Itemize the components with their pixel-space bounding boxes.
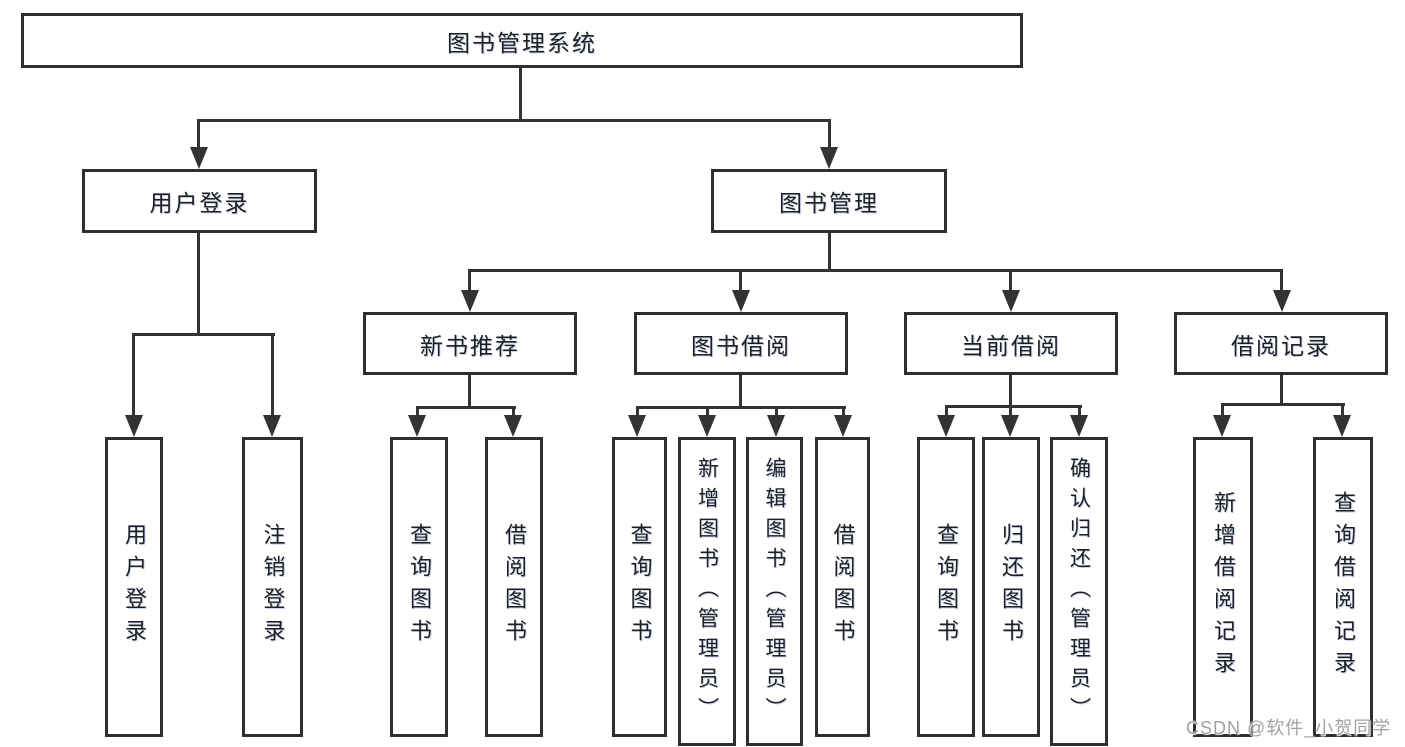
connector [1078, 405, 1081, 416]
connector [739, 269, 742, 291]
leaf-add-books-admin: 新增图书（管理员） [678, 437, 736, 746]
arrowhead [834, 415, 852, 437]
connector [1221, 403, 1224, 416]
leaf-edit-books-admin: 编辑图书（管理员） [746, 437, 803, 746]
connector [519, 68, 522, 120]
connector [1221, 403, 1345, 406]
node-user-login: 用户登录 [82, 169, 317, 233]
leaf-label: 编辑图书（管理员） [763, 456, 786, 727]
arrowhead [1001, 415, 1019, 437]
node-book-borrowing: 图书借阅 [634, 312, 848, 375]
connector [132, 333, 275, 336]
node-borrowing-records: 借阅记录 [1174, 312, 1388, 375]
arrowhead [408, 415, 426, 437]
node-label: 新书推荐 [420, 332, 520, 359]
leaf-label: 查询图书 [407, 523, 432, 651]
arrowhead [1070, 415, 1088, 437]
arrowhead [1213, 415, 1231, 437]
connector [416, 406, 419, 416]
connector [706, 406, 709, 416]
arrowhead [820, 147, 838, 169]
leaf-label: 查询图书 [934, 523, 959, 651]
leaf-user-login: 用户登录 [105, 437, 163, 737]
node-label: 借阅记录 [1231, 332, 1331, 359]
arrowhead [767, 415, 785, 437]
connector [468, 269, 1283, 272]
arrowhead [698, 415, 716, 437]
arrowhead [461, 290, 479, 312]
leaf-add-borrow-record: 新增借阅记录 [1193, 437, 1253, 737]
connector [271, 333, 274, 416]
node-new-book-recommend: 新书推荐 [363, 312, 577, 375]
connector [1341, 403, 1344, 416]
arrowhead [937, 415, 955, 437]
node-label: 当前借阅 [961, 332, 1061, 359]
connector [1280, 375, 1283, 406]
connector [132, 333, 135, 416]
csdn-watermark: CSDN @软件_小贺同学 [1186, 718, 1392, 738]
leaf-query-books-borrowing: 查询图书 [612, 437, 667, 737]
leaf-query-borrow-record: 查询借阅记录 [1313, 437, 1373, 737]
arrowhead [732, 290, 750, 312]
connector [468, 269, 471, 291]
connector [197, 119, 200, 148]
node-label: 图书管理系统 [447, 29, 597, 56]
connector [197, 233, 200, 336]
arrowhead [125, 415, 143, 437]
node-label: 用户登录 [149, 190, 250, 216]
connector [945, 405, 1082, 408]
connector [945, 405, 948, 416]
leaf-label: 新增借阅记录 [1211, 491, 1236, 683]
arrowhead [190, 147, 208, 169]
node-book-management: 图书管理 [711, 169, 947, 233]
leaf-borrow-books-newbook: 借阅图书 [485, 437, 543, 737]
connector [636, 406, 639, 416]
leaf-label: 查询图书 [627, 523, 653, 651]
arrowhead [628, 415, 646, 437]
leaf-label: 查询借阅记录 [1331, 491, 1356, 683]
leaf-label: 用户登录 [122, 523, 147, 651]
connector [1009, 269, 1012, 291]
leaf-label: 归还图书 [999, 523, 1024, 651]
connector [842, 406, 845, 416]
leaf-logout: 注销登录 [242, 437, 303, 737]
leaf-label: 借阅图书 [830, 523, 856, 651]
leaf-query-books-newbook: 查询图书 [390, 437, 448, 737]
connector [739, 375, 742, 409]
node-label: 图书借阅 [691, 332, 791, 359]
connector [636, 406, 846, 409]
connector [828, 233, 831, 272]
leaf-label: 注销登录 [260, 523, 286, 651]
leaf-label: 借阅图书 [502, 523, 527, 651]
arrowhead [1273, 290, 1291, 312]
connector [416, 406, 516, 409]
leaf-label: 新增图书（管理员） [695, 456, 719, 727]
leaf-query-books-current: 查询图书 [917, 437, 975, 737]
leaf-label: 确认归还（管理员） [1067, 456, 1091, 727]
leaf-borrow-books-borrowing: 借阅图书 [815, 437, 870, 737]
leaf-confirm-return-admin: 确认归还（管理员） [1050, 437, 1108, 746]
arrowhead [263, 415, 281, 437]
arrowhead [1002, 290, 1020, 312]
connector [775, 406, 778, 416]
connector [828, 119, 831, 148]
node-label: 图书管理 [779, 190, 879, 216]
arrowhead [1333, 415, 1351, 437]
connector [1009, 405, 1012, 416]
node-current-borrowing: 当前借阅 [904, 312, 1118, 375]
connector [197, 119, 831, 122]
connector [1280, 269, 1283, 291]
connector [1009, 375, 1012, 408]
connector [468, 375, 471, 409]
connector [512, 406, 515, 416]
arrowhead [504, 415, 522, 437]
node-root-library-system: 图书管理系统 [21, 13, 1023, 68]
leaf-return-books: 归还图书 [982, 437, 1040, 737]
